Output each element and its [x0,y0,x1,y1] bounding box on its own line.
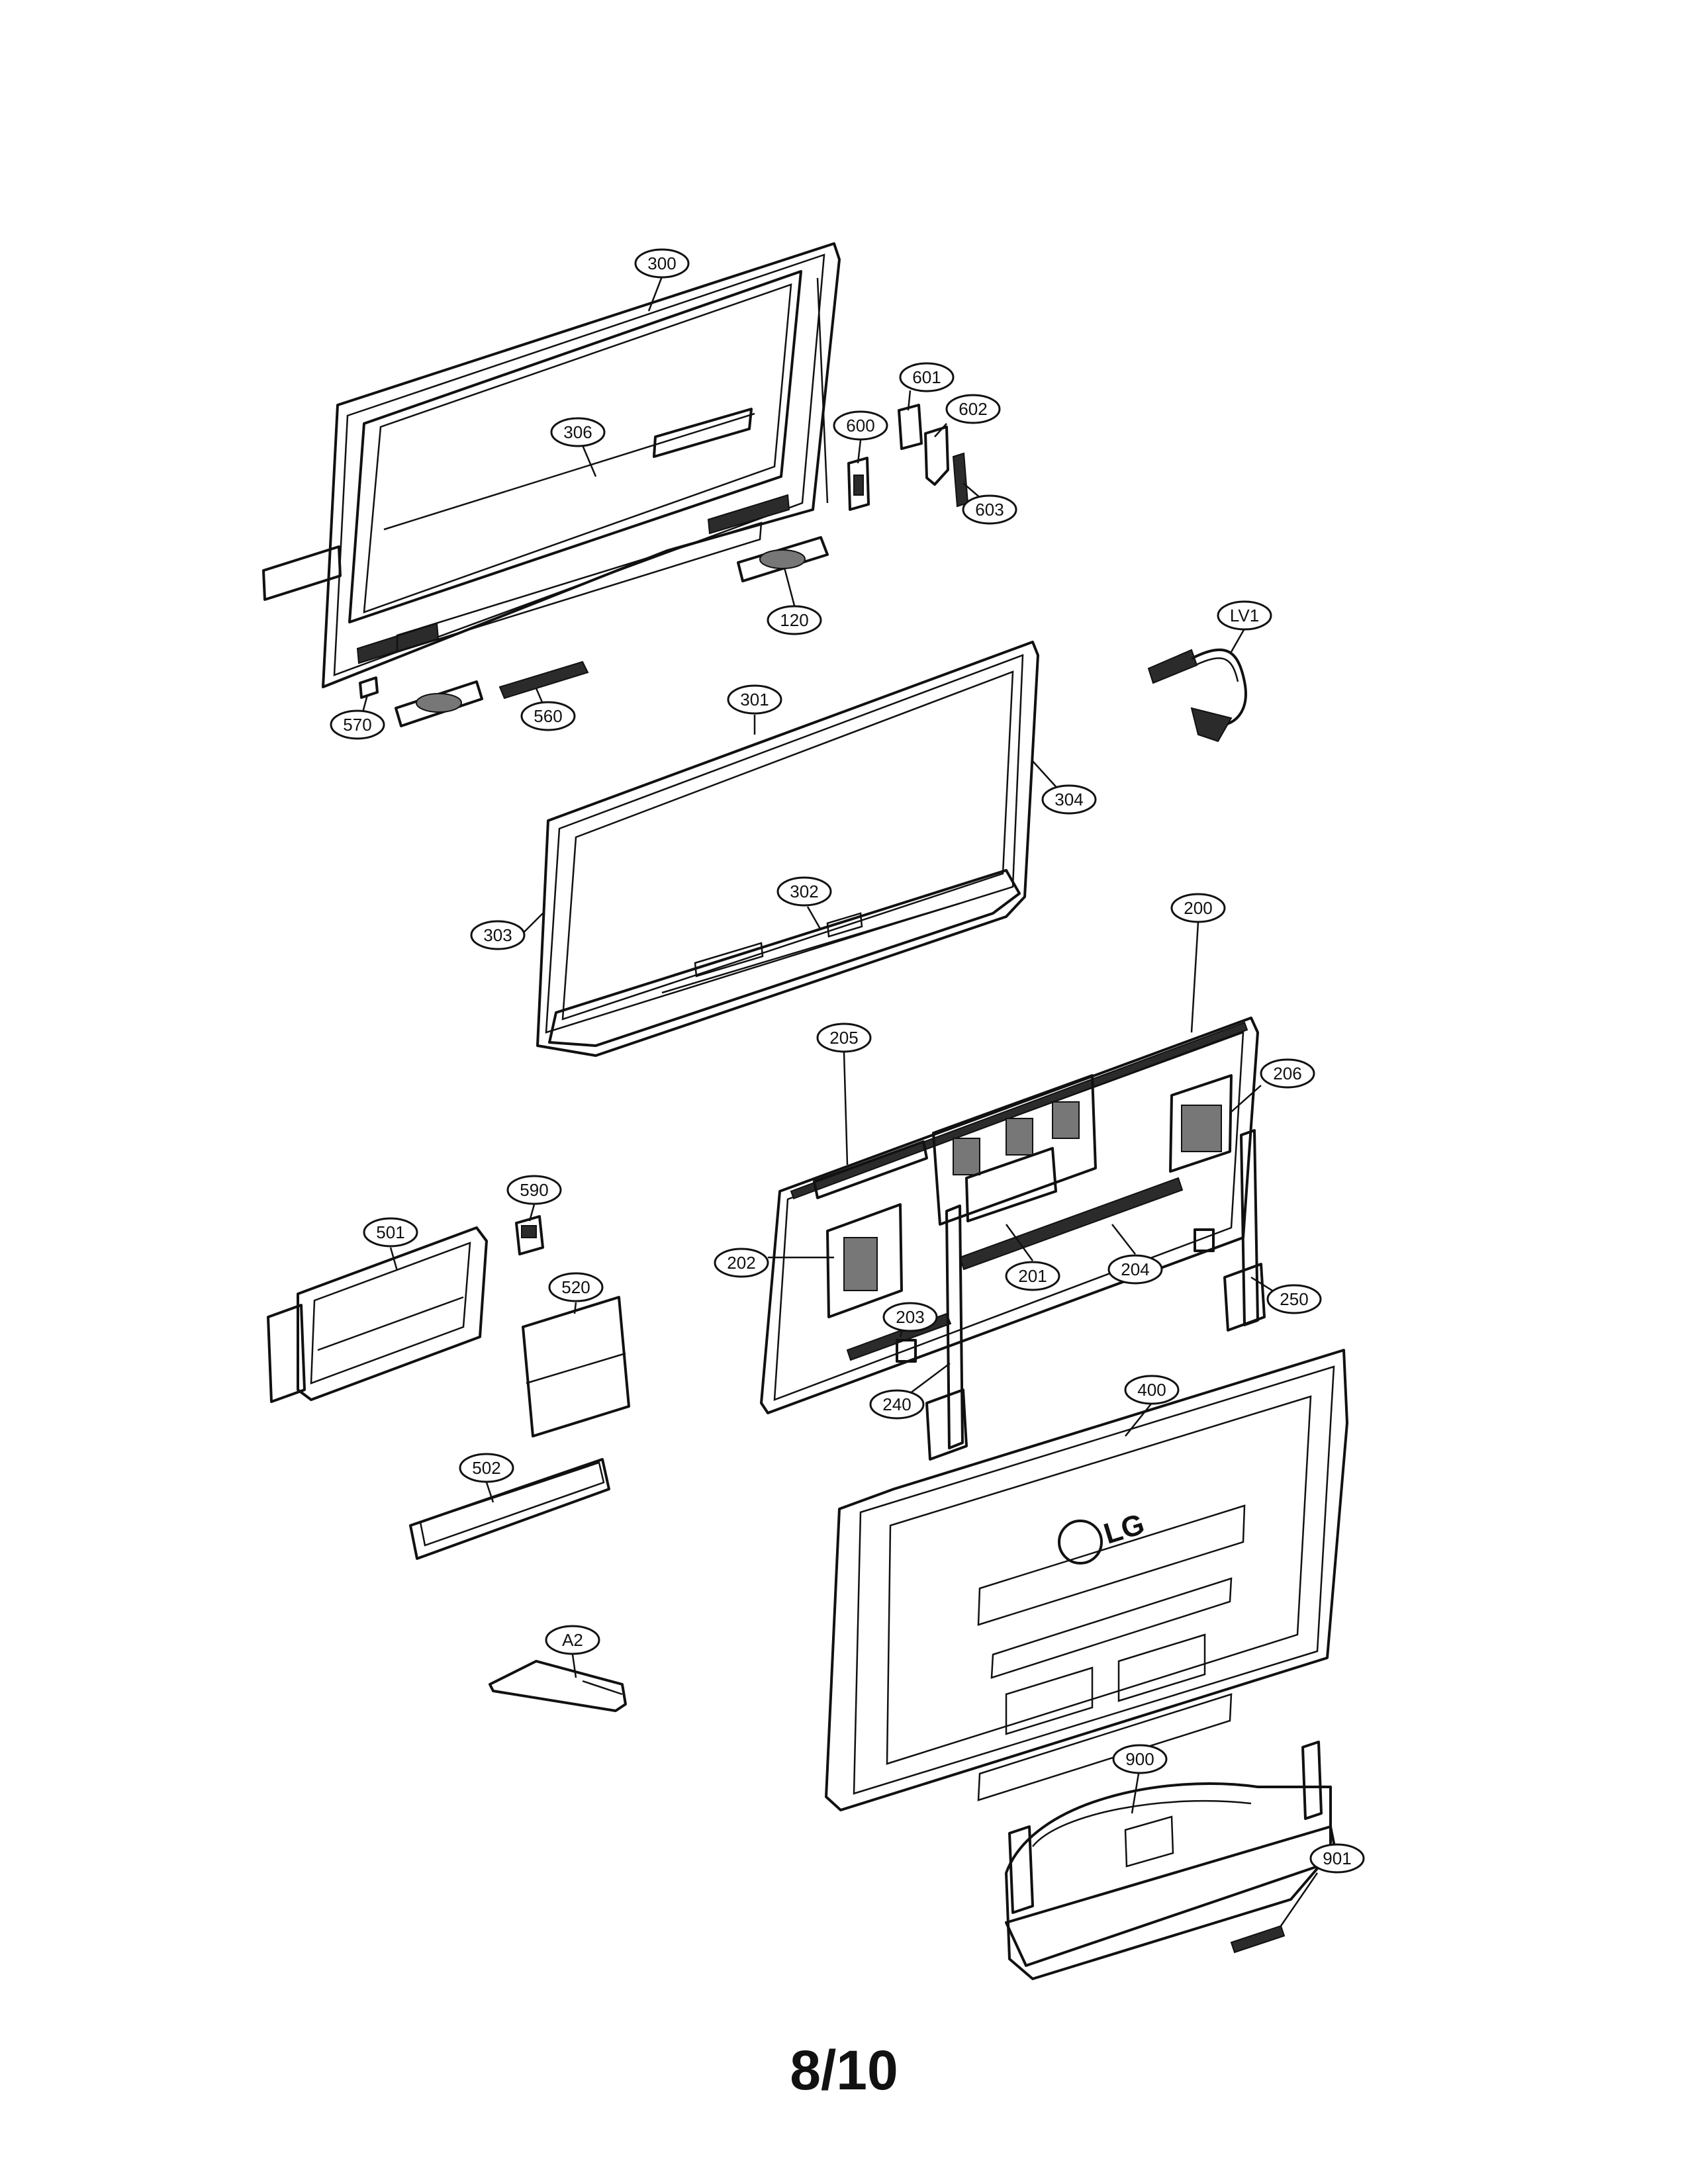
callout-120: 120 [767,605,822,635]
callout-203: 203 [882,1302,938,1332]
svg-text:240: 240 [882,1394,911,1414]
svg-text:300: 300 [647,253,676,273]
callout-301: 301 [727,684,782,715]
callout-901: 901 [1309,1843,1365,1874]
part-lv1-cable [1147,648,1247,743]
part-501-bracket [267,1226,488,1403]
part-600-board [847,457,870,511]
callout-520: 520 [548,1272,604,1302]
svg-text:204: 204 [1121,1259,1149,1279]
part-570-bracket [359,676,379,699]
callout-400: 400 [1124,1375,1180,1405]
callout-590: 590 [506,1175,562,1205]
callout-603: 603 [962,494,1017,525]
callout-600: 600 [833,410,888,441]
svg-text:600: 600 [846,416,874,435]
callout-202: 202 [714,1248,769,1278]
part-a2-cover [489,1660,627,1712]
callout-900: 900 [1112,1744,1168,1774]
svg-text:603: 603 [975,500,1004,520]
callout-602: 602 [945,394,1001,424]
svg-text:303: 303 [483,925,512,945]
callout-250: 250 [1266,1284,1322,1314]
svg-text:302: 302 [790,882,818,901]
part-560-strip [498,660,589,700]
svg-text:400: 400 [1137,1380,1166,1400]
svg-text:502: 502 [472,1458,500,1478]
svg-text:560: 560 [534,706,562,726]
callout-304: 304 [1041,784,1097,815]
svg-text:601: 601 [912,367,941,387]
part-205-board [813,1140,928,1199]
callout-306: 306 [550,417,606,447]
part-120-speaker [737,536,829,582]
svg-text:304: 304 [1055,790,1083,809]
part-301-panel-frame [536,641,1039,1057]
callout-206: 206 [1260,1058,1315,1089]
svg-text:520: 520 [561,1277,590,1297]
part-204-board [959,1177,1184,1271]
svg-text:590: 590 [520,1180,548,1200]
part-900-stand [1005,1741,1338,1980]
svg-text:201: 201 [1018,1266,1047,1286]
callout-570: 570 [330,709,385,740]
page-number: 8/10 [790,2039,898,2101]
part-power-board [932,1074,1097,1226]
part-603-board [952,452,969,508]
svg-text:901: 901 [1323,1848,1351,1868]
part-300-front-cabinet [262,242,841,688]
lg-logo-text: LG [1100,1508,1149,1551]
part-200-chassis [760,1017,1259,1414]
svg-text:306: 306 [563,422,592,442]
svg-text:120: 120 [780,610,808,630]
svg-text:202: 202 [727,1253,755,1273]
callout-302: 302 [776,876,832,907]
callout-501: 501 [363,1217,418,1248]
svg-text:200: 200 [1184,898,1212,918]
callout-204: 204 [1107,1254,1163,1285]
part-250-bracket [1194,1129,1266,1332]
svg-text:501: 501 [376,1222,404,1242]
callout-205: 205 [816,1023,872,1053]
svg-text:250: 250 [1280,1289,1308,1309]
svg-text:206: 206 [1273,1064,1301,1083]
svg-text:900: 900 [1125,1749,1154,1769]
callout-300: 300 [634,248,690,279]
part-240-bracket [896,1205,968,1461]
callout-200: 200 [1170,893,1226,923]
part-400-back-cover: LG [825,1349,1348,1811]
callout-601: 601 [899,362,955,392]
callout-303: 303 [470,920,526,950]
svg-text:LV1: LV1 [1230,606,1259,625]
svg-text:570: 570 [343,715,371,735]
svg-text:A2: A2 [562,1630,583,1650]
part-202-board [826,1203,903,1318]
callout-240: 240 [869,1389,925,1420]
callout-lv1: LV1 [1217,600,1272,631]
svg-text:301: 301 [740,690,769,709]
svg-text:203: 203 [896,1307,924,1327]
part-601-board [898,404,923,450]
svg-text:602: 602 [959,399,987,419]
callout-502: 502 [459,1453,514,1483]
part-206-board [1169,1074,1233,1173]
callout-201: 201 [1005,1261,1060,1291]
callouts: 300 306 600 601 602 603 120 LV1 570 560 … [330,248,1365,1874]
part-502-board [409,1458,610,1560]
svg-text:205: 205 [829,1028,858,1048]
callout-a2: A2 [545,1625,600,1655]
part-901-strip [1230,1925,1286,1954]
callout-560: 560 [520,701,576,731]
part-520-sheet [522,1296,630,1437]
part-speaker-left [395,680,483,727]
part-590-connector [515,1215,544,1255]
part-201-board [965,1147,1057,1222]
